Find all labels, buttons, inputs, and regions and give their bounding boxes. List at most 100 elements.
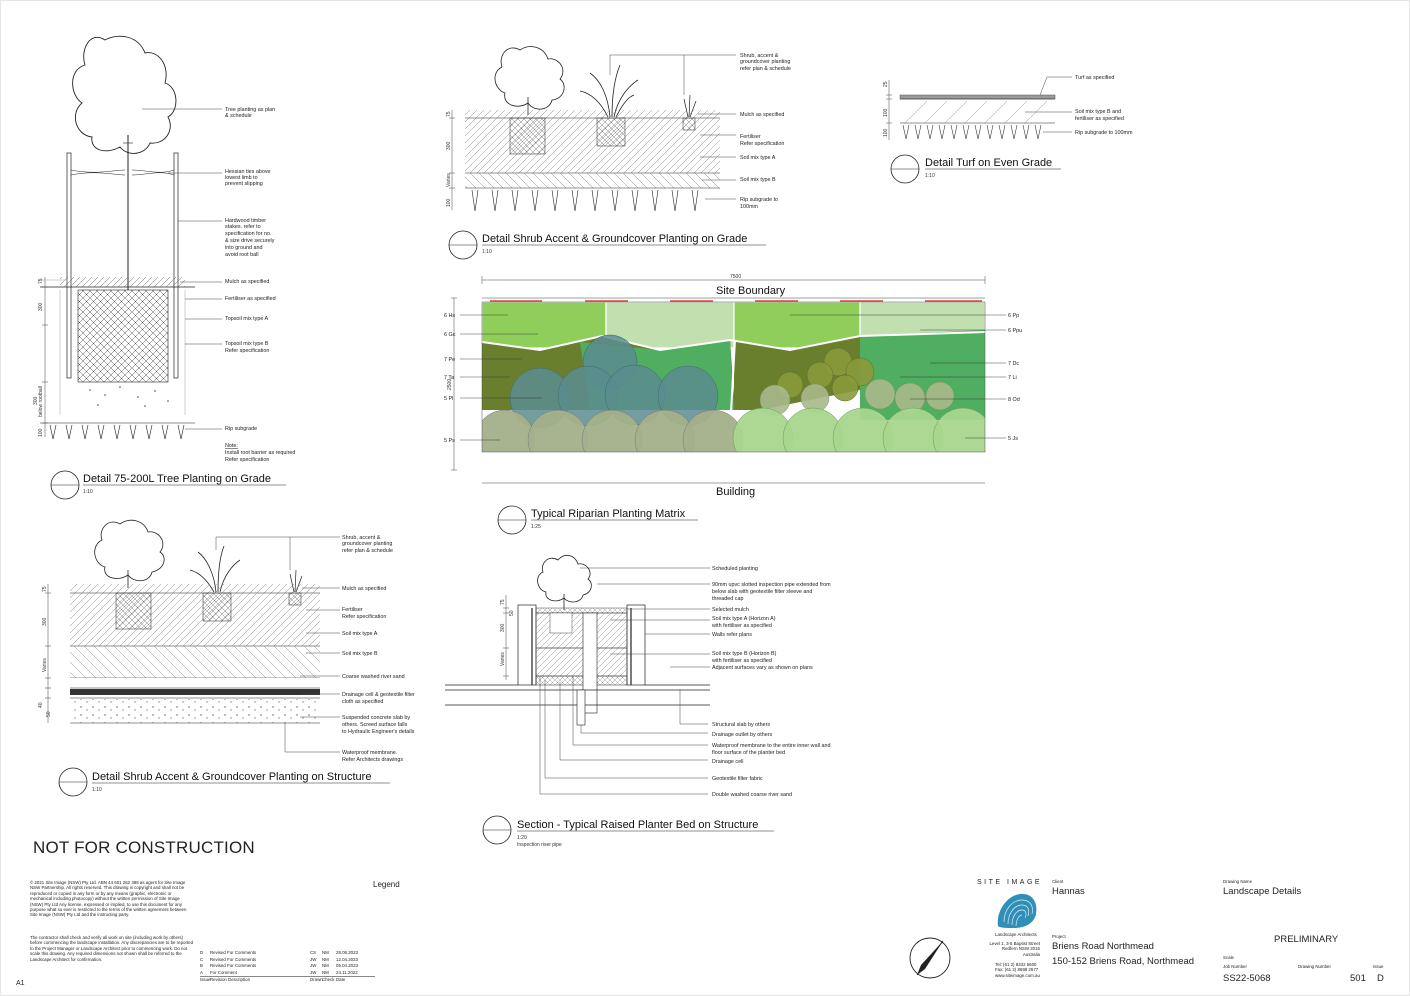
not-for-construction: NOT FOR CONSTRUCTION [33,838,255,857]
svg-text:Varies: Varies [42,658,48,672]
svg-text:Structural slab by others: Structural slab by others [712,722,770,728]
svg-text:Geotextile filter fabric: Geotextile filter fabric [712,776,763,782]
svg-text:90mm upvc slotted inspection p: 90mm upvc slotted inspection pipe extend… [712,582,831,588]
svg-text:300: 300 [500,623,506,632]
svg-text:fertiliser as specified: fertiliser as specified [1075,116,1124,122]
svg-text:300: 300 [42,617,48,626]
svg-text:Mulch as specified: Mulch as specified [740,112,784,118]
tree-planting-detail: 75 300 300 below rootball 100 Tree plant… [33,35,295,500]
svg-text:Refer specification: Refer specification [740,141,784,147]
svg-text:7500: 7500 [730,274,741,280]
svg-text:1:25: 1:25 [531,524,541,530]
svg-text:6 Hs: 6 Hs [444,313,455,319]
svg-text:Refer specification: Refer specification [225,457,269,463]
company-address: Level 1, 3-5 Baptist Street Redfern NSW … [989,941,1040,957]
svg-text:25: 25 [883,81,889,87]
svg-text:6 Ppu: 6 Ppu [1008,328,1022,334]
svg-text:avoid root ball: avoid root ball [225,252,259,258]
svg-text:Shrub, accent &: Shrub, accent & [740,53,779,59]
issue-value: D [1377,973,1384,984]
svg-text:Mulch as specified: Mulch as specified [225,279,269,285]
svg-text:floor surface of the planter b: floor surface of the planter bed [712,750,785,756]
svg-text:Rip subgrade: Rip subgrade [225,426,257,432]
svg-text:Tree planting as plan: Tree planting as plan [225,107,275,113]
svg-text:Soil mix type A: Soil mix type A [740,155,776,161]
drawing-name-label: Drawing Name [1223,879,1253,884]
svg-text:specification for no.: specification for no. [225,231,271,237]
svg-text:100: 100 [446,198,452,207]
svg-text:100: 100 [883,108,889,117]
job-number: SS22-5068 [1223,973,1271,984]
svg-text:75: 75 [500,599,506,605]
project-name: Briens Road Northmead [1052,941,1154,952]
svg-text:300: 300 [446,141,452,150]
svg-text:Drainage outlet by others: Drainage outlet by others [712,732,773,738]
issue-label: Issue [1373,964,1384,969]
planting-matrix: 7500 Site Boundary [444,274,1022,535]
scale-label: Scale [1223,955,1234,960]
svg-text:Soil mix type B (Horizon B): Soil mix type B (Horizon B) [712,651,777,657]
tree-detail-title: Detail 75-200L Tree Planting on Grade [83,473,271,485]
dim-100: 100 [38,428,44,437]
svg-text:groundcover planting: groundcover planting [342,541,392,547]
contractor-note: The contractor shall check and verify al… [30,935,194,962]
svg-text:Shrub, accent &: Shrub, accent & [342,535,381,541]
dim-300b: 300 [33,396,39,405]
svg-text:Refer specification: Refer specification [342,614,386,620]
svg-text:Soil mix type A (Horizon A): Soil mix type A (Horizon A) [712,616,776,622]
svg-text:5 Pl: 5 Pl [444,396,453,402]
svg-text:Scheduled planting: Scheduled planting [712,566,758,572]
turf-detail: 25 100 100 Turf as specified Soil mix ty… [883,75,1133,184]
svg-text:Soil mix type A: Soil mix type A [342,631,378,637]
north-arrow-icon [909,937,951,979]
svg-text:Selected mulch: Selected mulch [712,607,749,613]
svg-text:Drainage cell: Drainage cell [712,759,743,765]
svg-text:1:10: 1:10 [482,249,492,255]
drawing-name: Landscape Details [1223,886,1302,897]
svg-text:Varies: Varies [500,652,506,666]
company-logo-icon [997,893,1037,928]
svg-text:Topsoil mix type A: Topsoil mix type A [225,316,269,322]
svg-text:40: 40 [38,702,44,708]
svg-text:2500: 2500 [447,379,453,390]
svg-text:Suspended concrete slab by: Suspended concrete slab by [342,715,410,721]
svg-text:Section - Typical Raised Plant: Section - Typical Raised Planter Bed on … [517,819,758,831]
svg-text:6 Gc: 6 Gc [444,332,456,338]
svg-text:Fertiliser: Fertiliser [740,134,761,140]
svg-text:Refer Architects drawings: Refer Architects drawings [342,757,403,763]
svg-text:8 Od: 8 Od [1008,397,1020,403]
svg-text:Soil mix type B and: Soil mix type B and [1075,109,1121,115]
svg-text:with fertiliser as specified: with fertiliser as specified [711,658,772,664]
svg-text:groundcover planting: groundcover planting [740,59,790,65]
svg-text:to Hydraulic Engineer's detai: to Hydraulic Engineer's details [342,729,415,735]
svg-text:lowest limb to: lowest limb to [225,175,258,181]
svg-text:75: 75 [446,111,452,117]
job-label: Job Number [1223,964,1247,969]
svg-text:Refer specification: Refer specification [225,348,269,354]
svg-text:Turf as specified: Turf as specified [1075,75,1114,81]
dim-75: 75 [38,278,44,284]
svg-text:prevent slipping: prevent slipping [225,181,263,187]
svg-text:6 Pp: 6 Pp [1008,313,1019,319]
svg-text:Waterproof membrane.: Waterproof membrane. [342,750,397,756]
svg-text:with fertiliser as specified: with fertiliser as specified [711,623,772,629]
drawing-number-label: Drawing Number [1298,964,1331,969]
svg-text:Hardwood timber: Hardwood timber [225,218,266,224]
svg-text:7 Li: 7 Li [1008,375,1017,381]
tree-canopy [72,35,177,154]
svg-text:7 Dc: 7 Dc [1008,361,1019,367]
svg-text:Waterproof membrane to the ent: Waterproof membrane to the entire inner … [712,743,830,749]
svg-text:7 Ta: 7 Ta [444,375,454,381]
svg-text:Detail Shrub Accent & Groundco: Detail Shrub Accent & Groundcover Planti… [92,771,371,783]
svg-text:stakes. refer to: stakes. refer to [225,224,261,230]
svg-text:1:20: 1:20 [517,835,527,841]
raised-planter-section: 75 300 Varies 50 Scheduled planting 90mm… [445,554,831,848]
svg-text:below slab with geotextile fil: below slab with geotextile filter sleeve… [712,589,812,595]
svg-text:7 Pe: 7 Pe [444,357,455,363]
svg-text:Install root barrier as requir: Install root barrier as required [225,450,295,456]
svg-text:Topsoil mix type B: Topsoil mix type B [225,341,269,347]
